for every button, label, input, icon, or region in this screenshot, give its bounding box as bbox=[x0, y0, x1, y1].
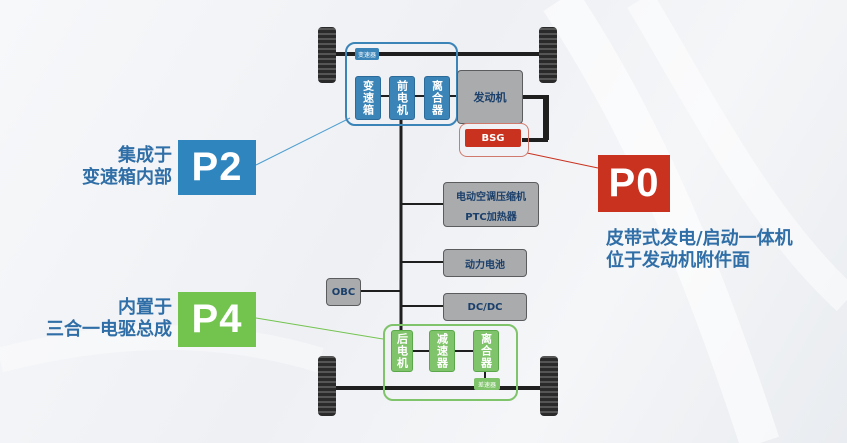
dcdc-box: DC/DC bbox=[443, 293, 527, 321]
p4-caption-line-1: 内置于 bbox=[118, 297, 172, 318]
front-gearbox-box: 变速箱 bbox=[355, 76, 381, 120]
rear-motor-box: 后电机 bbox=[391, 330, 413, 372]
p2-caption: 集成于 变速箱内部 bbox=[52, 145, 172, 189]
p2-leader bbox=[255, 117, 351, 166]
front-right-wheel bbox=[539, 27, 557, 83]
obc-box: OBC bbox=[326, 278, 361, 306]
p0-caption-line-2: 位于发动机附件面 bbox=[606, 250, 750, 271]
front-motor-box: 前电机 bbox=[389, 76, 415, 120]
p4-caption-line-2: 三合一电驱总成 bbox=[46, 319, 172, 340]
p2-caption-line-1: 集成于 bbox=[118, 145, 172, 166]
ac-compressor-label: 电动空调压缩机 bbox=[456, 192, 526, 203]
p4-leader bbox=[255, 317, 384, 340]
engine-box: 发动机 bbox=[457, 70, 523, 124]
front-left-wheel bbox=[318, 27, 336, 83]
ac-ptc-box: 电动空调压缩机 PTC加热器 bbox=[443, 182, 539, 227]
rear-left-wheel bbox=[318, 356, 336, 416]
p2-caption-line-2: 变速箱内部 bbox=[82, 167, 172, 188]
p0-badge: P0 bbox=[598, 155, 670, 212]
bsg-outline bbox=[459, 123, 529, 157]
front-clutch-box: 离合器 bbox=[424, 76, 450, 120]
p0-caption: 皮带式发电/启动一体机 位于发动机附件面 bbox=[606, 228, 836, 272]
rear-unit-outline bbox=[383, 324, 518, 401]
p0-caption-line-1: 皮带式发电/启动一体机 bbox=[606, 228, 793, 249]
rear-reducer-box: 减速器 bbox=[429, 330, 455, 372]
rear-differential-small-label: 差速器 bbox=[474, 378, 500, 390]
p4-badge: P4 bbox=[178, 292, 256, 347]
p4-caption: 内置于 三合一电驱总成 bbox=[20, 297, 172, 341]
p0-leader bbox=[526, 152, 599, 169]
p2-badge: P2 bbox=[178, 140, 256, 195]
ptc-heater-label: PTC加热器 bbox=[465, 212, 517, 223]
battery-box: 动力电池 bbox=[443, 249, 527, 277]
rear-clutch-box: 离合器 bbox=[473, 330, 499, 372]
rear-right-wheel bbox=[540, 356, 558, 416]
bsg-box: BSG bbox=[465, 129, 521, 147]
front-gearbox-small-label: 变速器 bbox=[355, 48, 379, 60]
